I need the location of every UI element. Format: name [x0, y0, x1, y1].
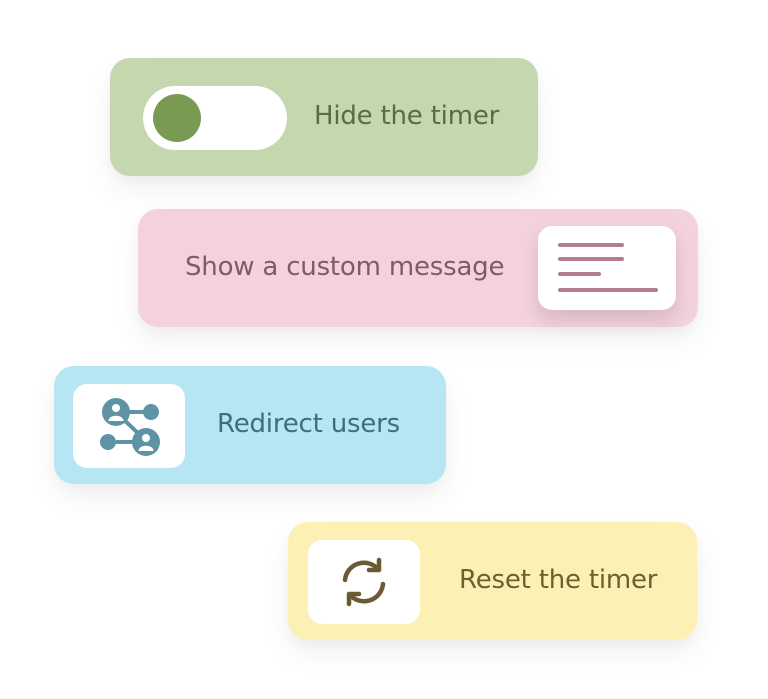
hide-timer-label: Hide the timer	[314, 101, 500, 131]
refresh-icon	[342, 557, 386, 607]
custom-message-label: Show a custom message	[185, 252, 505, 282]
toggle-knob	[153, 94, 201, 142]
hide-timer-toggle[interactable]	[143, 86, 287, 150]
custom-message-card[interactable]: Show a custom message	[138, 209, 698, 327]
hide-timer-card[interactable]: Hide the timer	[110, 58, 538, 176]
redirect-users-label: Redirect users	[217, 409, 400, 439]
reset-timer-icon-box	[308, 540, 420, 624]
reset-timer-card[interactable]: Reset the timer	[288, 522, 697, 640]
message-line	[558, 272, 601, 276]
message-line	[558, 257, 624, 261]
redirect-users-icon	[100, 398, 160, 456]
message-line	[558, 288, 658, 292]
redirect-users-icon-box	[73, 384, 185, 468]
message-line	[558, 243, 624, 247]
redirect-users-card[interactable]: Redirect users	[54, 366, 446, 484]
message-preview-icon	[538, 226, 676, 310]
reset-timer-label: Reset the timer	[459, 565, 658, 595]
